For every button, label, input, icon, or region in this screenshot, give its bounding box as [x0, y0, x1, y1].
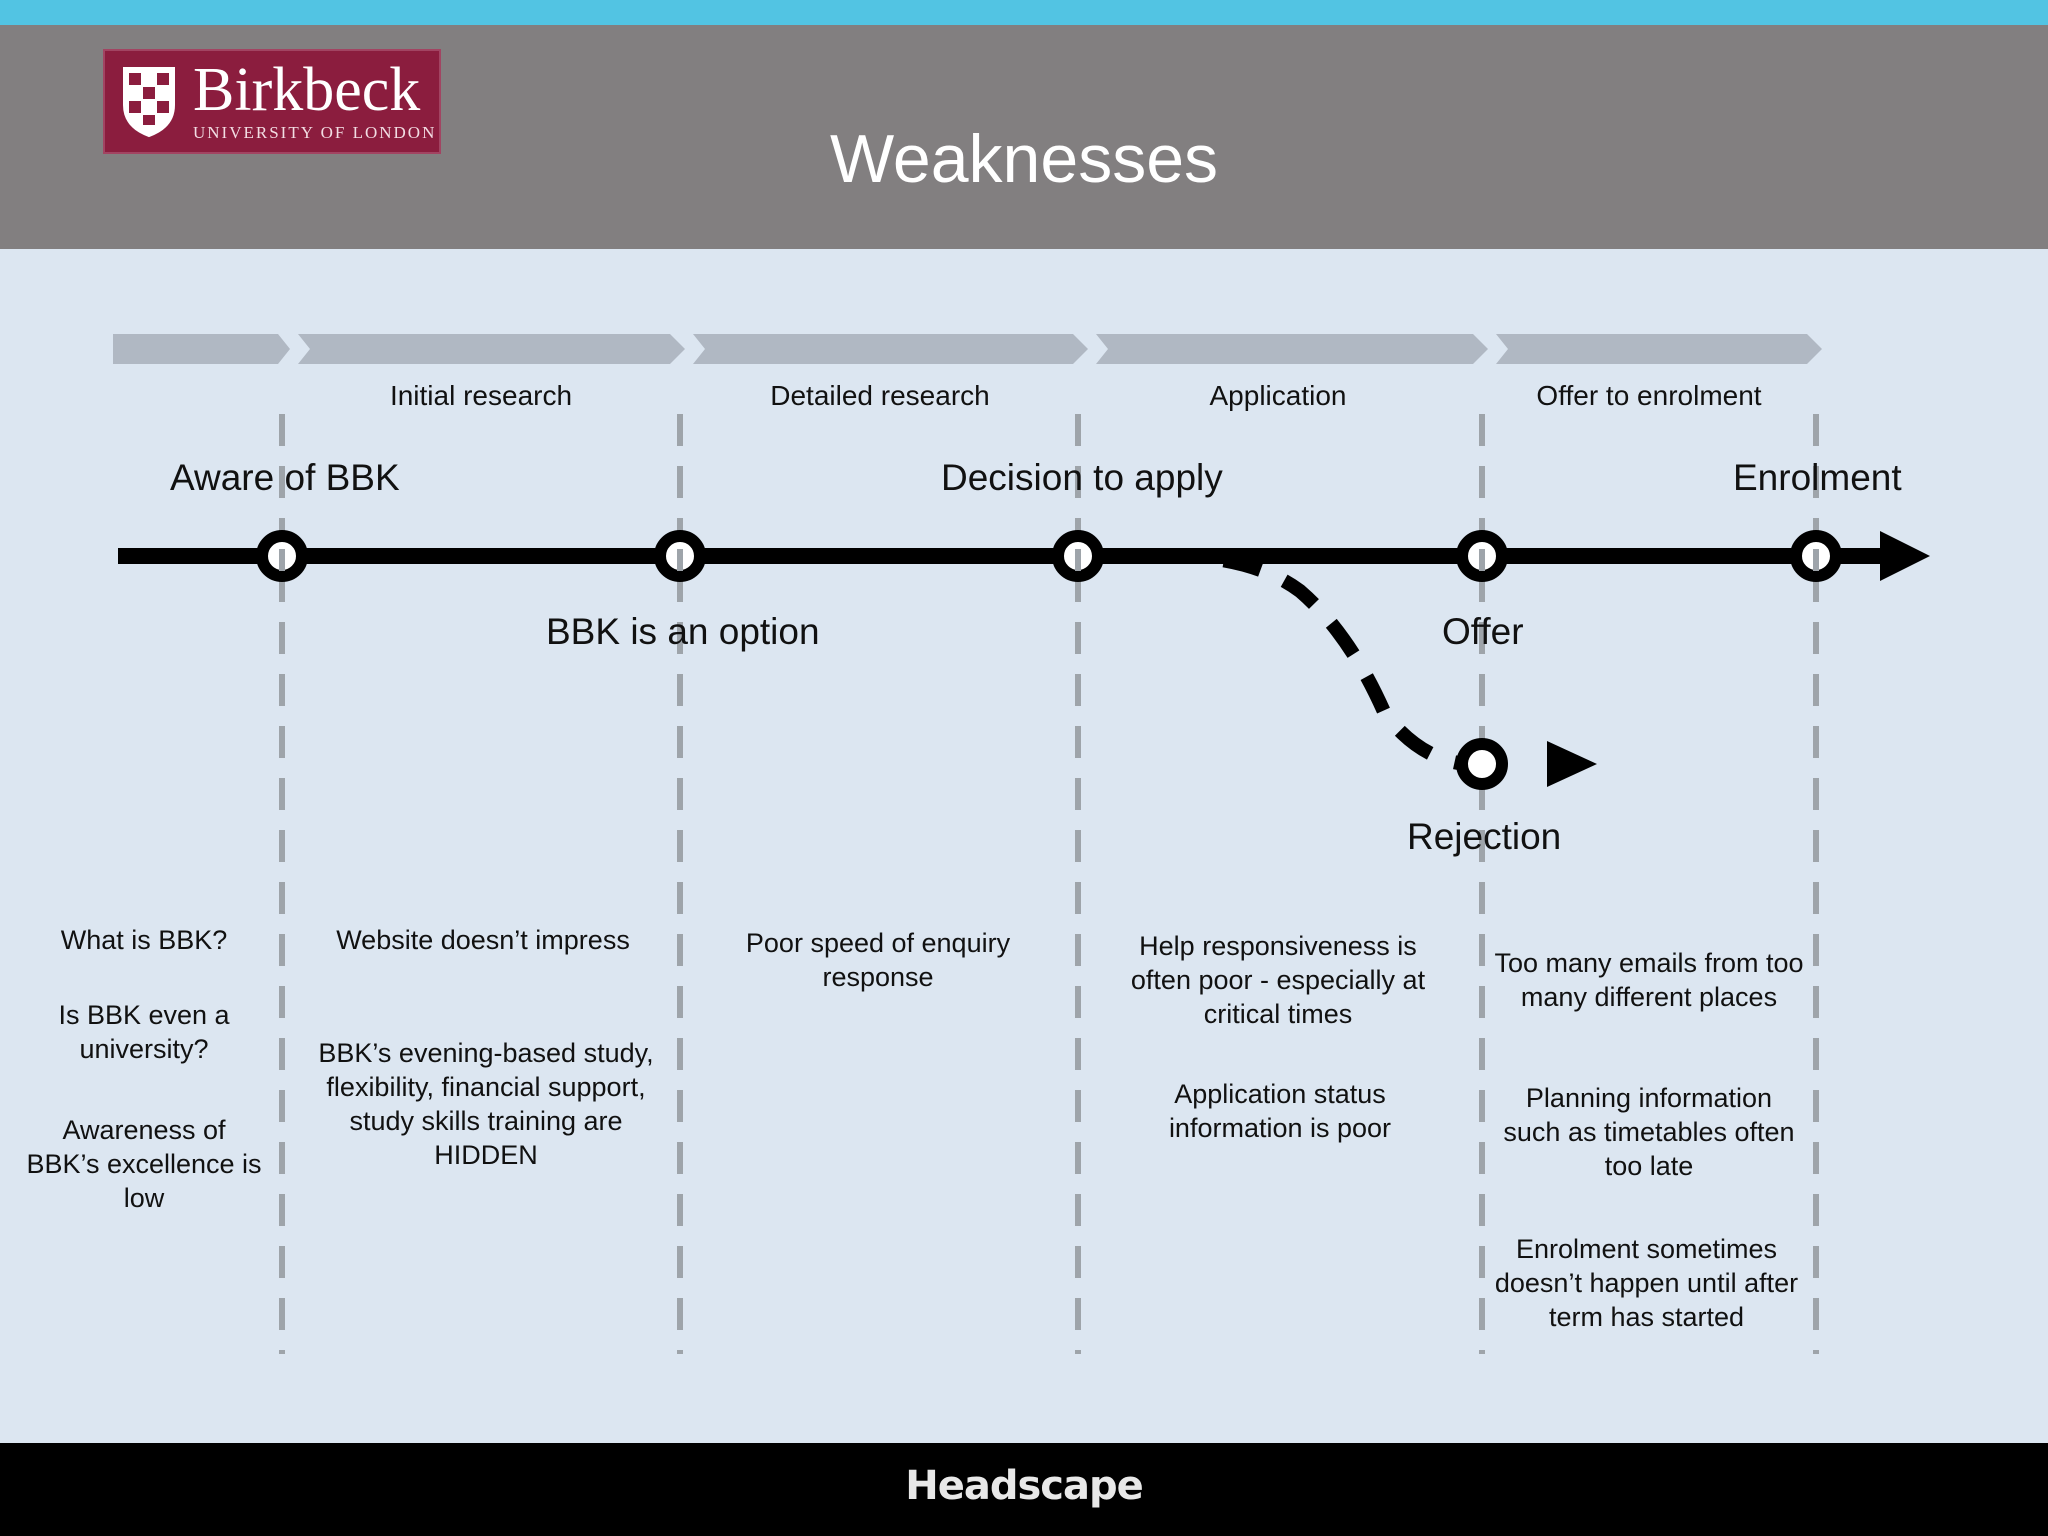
- headscape-logo: Headscape: [905, 1463, 1144, 1509]
- milestone-aware-label: Aware of BBK: [170, 457, 400, 498]
- stage-label-detailed-research: Detailed research: [770, 380, 990, 411]
- stage-label-initial-research: Initial research: [389, 380, 573, 411]
- logo-name: Birkbeck: [193, 56, 421, 124]
- weakness-application-status: Application status information is poor: [1168, 1079, 1392, 1143]
- slide-footer: Headscape: [0, 1443, 2048, 1536]
- weakness-enquiry-speed: Poor speed of enquiry response: [745, 928, 1011, 992]
- milestone-enrolment-label: Enrolment: [1733, 457, 1902, 498]
- weakness-too-many-emails: Too many emails from too many different …: [1494, 948, 1804, 1012]
- weakness-awareness-low: Awareness of BBK’s excellence is low: [26, 1115, 262, 1213]
- slide-header: Birkbeck UNIVERSITY OF LONDON Weaknesses: [0, 25, 2048, 249]
- weakness-help-responsiveness: Help responsiveness is often poor - espe…: [1130, 931, 1426, 1029]
- top-accent-bar: [0, 0, 2048, 25]
- logo-subtitle: UNIVERSITY OF LONDON: [193, 123, 437, 142]
- timeline-arrowhead: [1880, 531, 1930, 581]
- node-rejection: [1456, 738, 1508, 790]
- birkbeck-logo: Birkbeck UNIVERSITY OF LONDON: [103, 49, 441, 154]
- weakness-enrolment-timing: Enrolment sometimes doesn’t happen until…: [1494, 1234, 1799, 1332]
- stage-chevron-1: [113, 334, 290, 364]
- stage-label-application: Application: [1209, 380, 1347, 411]
- journey-diagram: [113, 334, 1930, 1354]
- rejection-arrowhead: [1547, 741, 1597, 787]
- stage-chevron-5: [1496, 334, 1822, 364]
- milestone-decision-label: Decision to apply: [941, 457, 1223, 498]
- journey-diagram-area: Initial research Detailed research Appli…: [0, 249, 2048, 1443]
- weakness-hidden-features: BBK’s evening-based study, flexibility, …: [318, 1038, 654, 1170]
- milestone-option-label: BBK is an option: [546, 611, 820, 652]
- weakness-is-bbk-university: Is BBK even a university?: [58, 1000, 230, 1064]
- crest-icon: [123, 67, 175, 138]
- milestone-rejection-label: Rejection: [1407, 816, 1562, 857]
- slide-title: Weaknesses: [829, 121, 1219, 197]
- stage-chevron-2: [298, 334, 685, 364]
- weakness-planning-information: Planning information such as timetables …: [1503, 1083, 1795, 1181]
- milestone-offer-label: Offer: [1442, 611, 1524, 652]
- stage-label-offer-to-enrolment: Offer to enrolment: [1536, 380, 1762, 411]
- stage-chevron-3: [693, 334, 1088, 364]
- weakness-website: Website doesn’t impress: [336, 925, 630, 955]
- weakness-what-is-bbk: What is BBK?: [60, 925, 228, 955]
- stage-chevron-4: [1096, 334, 1488, 364]
- rejection-branch-path: [1159, 548, 1467, 771]
